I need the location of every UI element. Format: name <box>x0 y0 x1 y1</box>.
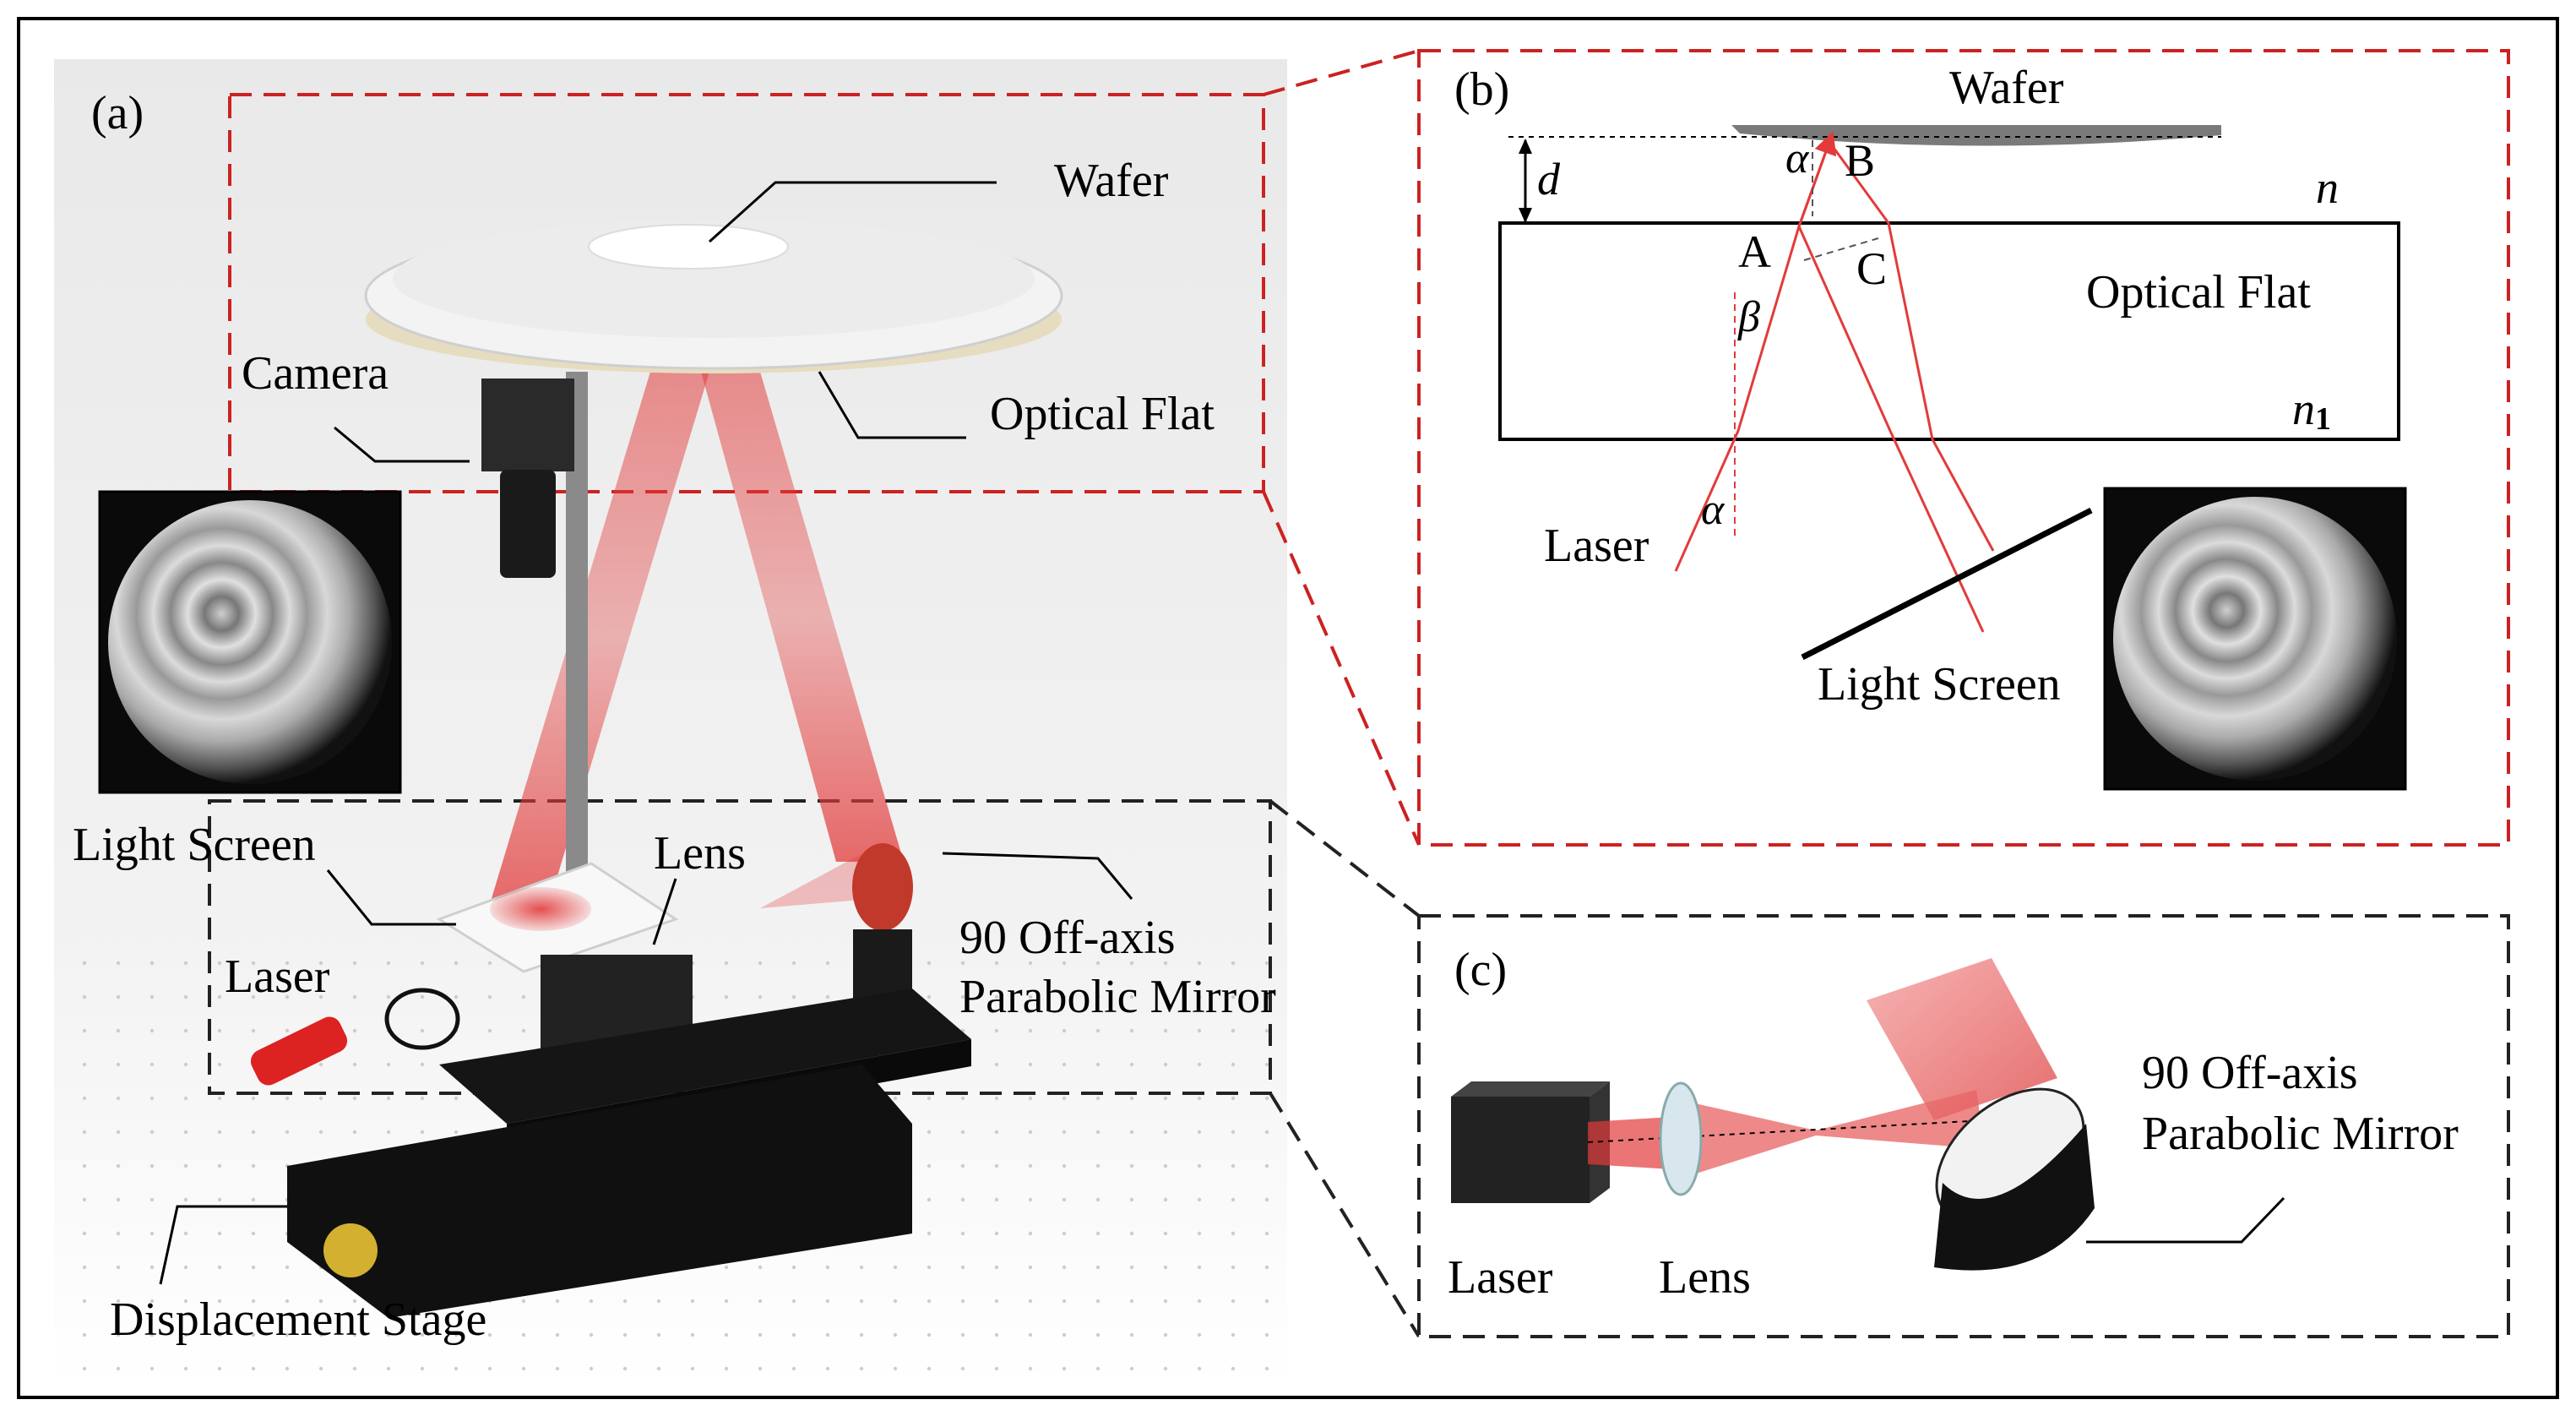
light-screen-leader <box>326 869 456 926</box>
d-arrow-bottom <box>1519 208 1532 223</box>
label-d: d <box>1537 154 1561 204</box>
panel-a-tag: (a) <box>91 87 144 139</box>
displacement-stage <box>287 1065 912 1318</box>
label-beta: β <box>1737 293 1760 341</box>
label-A: A <box>1738 226 1771 277</box>
label-wafer-a: Wafer <box>1054 155 1169 207</box>
fringe-image-b-pattern <box>2113 497 2397 781</box>
label-optical-flat-b: Optical Flat <box>2086 266 2311 319</box>
label-mirror-c-line2: Parabolic Mirror <box>2142 1108 2459 1160</box>
panel-c-tag: (c) <box>1454 944 1507 996</box>
label-mirror-a-line2: Parabolic Mirror <box>959 971 1276 1023</box>
ray-A-to-B <box>1797 131 1837 227</box>
label-C: C <box>1856 243 1887 294</box>
ray-reflected-1 <box>1797 226 1985 633</box>
wafer-leader <box>708 181 997 243</box>
label-light-screen-b: Light Screen <box>1818 658 2061 711</box>
label-n1: n1 <box>2292 384 2331 437</box>
stage-leader <box>159 1205 287 1285</box>
label-mirror-a-line1: 90 Off-axis <box>959 912 1176 964</box>
beam-laser-to-lens <box>1588 1117 1672 1169</box>
laser-beam-rising <box>490 372 709 904</box>
label-stage-a: Displacement Stage <box>110 1293 486 1346</box>
connector-bottom-lower <box>1269 1092 1421 1338</box>
label-lens-c: Lens <box>1659 1251 1751 1304</box>
lens-leader <box>652 878 677 945</box>
label-laser-a: Laser <box>225 950 330 1003</box>
label-alpha-bottom: α <box>1701 486 1725 534</box>
lens-c <box>1659 1081 1703 1196</box>
breadboard <box>439 988 971 1124</box>
mirror-mount-c <box>1934 1124 2095 1271</box>
camera-body <box>481 379 574 471</box>
label-n: n <box>2316 162 2339 213</box>
panel-a: (a) <box>54 59 1287 1386</box>
laser-body-a <box>250 1016 348 1086</box>
ray-reflected-2 <box>1828 141 1995 552</box>
panel-b: (b) Wafer d α B n A C Optical Flat β n <box>1417 49 2510 847</box>
wafer-disc <box>588 224 789 270</box>
label-light-screen-a: Light Screen <box>73 819 316 871</box>
beam-lens-to-focus <box>1672 1098 1816 1181</box>
label-optical-flat-a: Optical Flat <box>990 388 1215 440</box>
label-laser-c: Laser <box>1448 1251 1553 1304</box>
fringe-image-pattern <box>108 500 392 784</box>
label-mirror-c-line1: 90 Off-axis <box>2142 1047 2358 1099</box>
camera-leader <box>334 426 470 463</box>
label-lens-a: Lens <box>654 827 746 880</box>
figure-border <box>17 17 2559 1399</box>
panel-b-tag: (b) <box>1454 63 1509 116</box>
optical-flat-leader <box>818 371 966 439</box>
label-alpha-top: α <box>1785 134 1810 182</box>
mirror-leader-a <box>942 852 1133 900</box>
light-screen-spot <box>490 887 591 931</box>
laser-box-c-top <box>1451 1081 1610 1097</box>
laser-beam-reflected <box>701 372 904 862</box>
label-n1-base: n <box>2292 384 2315 434</box>
reflected-beam-c <box>1867 958 2057 1120</box>
optical-flat-inner <box>393 220 1035 338</box>
label-B: B <box>1845 135 1875 186</box>
stage-knob <box>323 1223 378 1277</box>
connector-bottom-upper <box>1269 799 1421 918</box>
label-laser-b: Laser <box>1544 520 1649 572</box>
perpendicular-AC <box>1803 237 1879 261</box>
wafer-profile <box>1731 125 2221 146</box>
parabolic-mirror-a <box>852 843 913 931</box>
connector-top-upper <box>1263 49 1420 96</box>
optical-flat-block <box>1498 221 2400 441</box>
connector-top-lower <box>1262 491 1421 846</box>
d-arrow-top <box>1519 139 1532 154</box>
light-screen-line <box>1801 507 2093 661</box>
label-n1-sub: 1 <box>2315 401 2331 437</box>
laser-box-c <box>1451 1097 1590 1203</box>
label-camera-a: Camera <box>242 347 389 400</box>
laser-cable <box>384 988 460 1050</box>
panel-c: (c) 90 Off-axis Parabolic Mirror Laser L… <box>1417 914 2510 1338</box>
mirror-leader-c <box>2086 1196 2285 1244</box>
camera-lens <box>500 470 556 578</box>
label-wafer-b: Wafer <box>1949 62 2064 114</box>
